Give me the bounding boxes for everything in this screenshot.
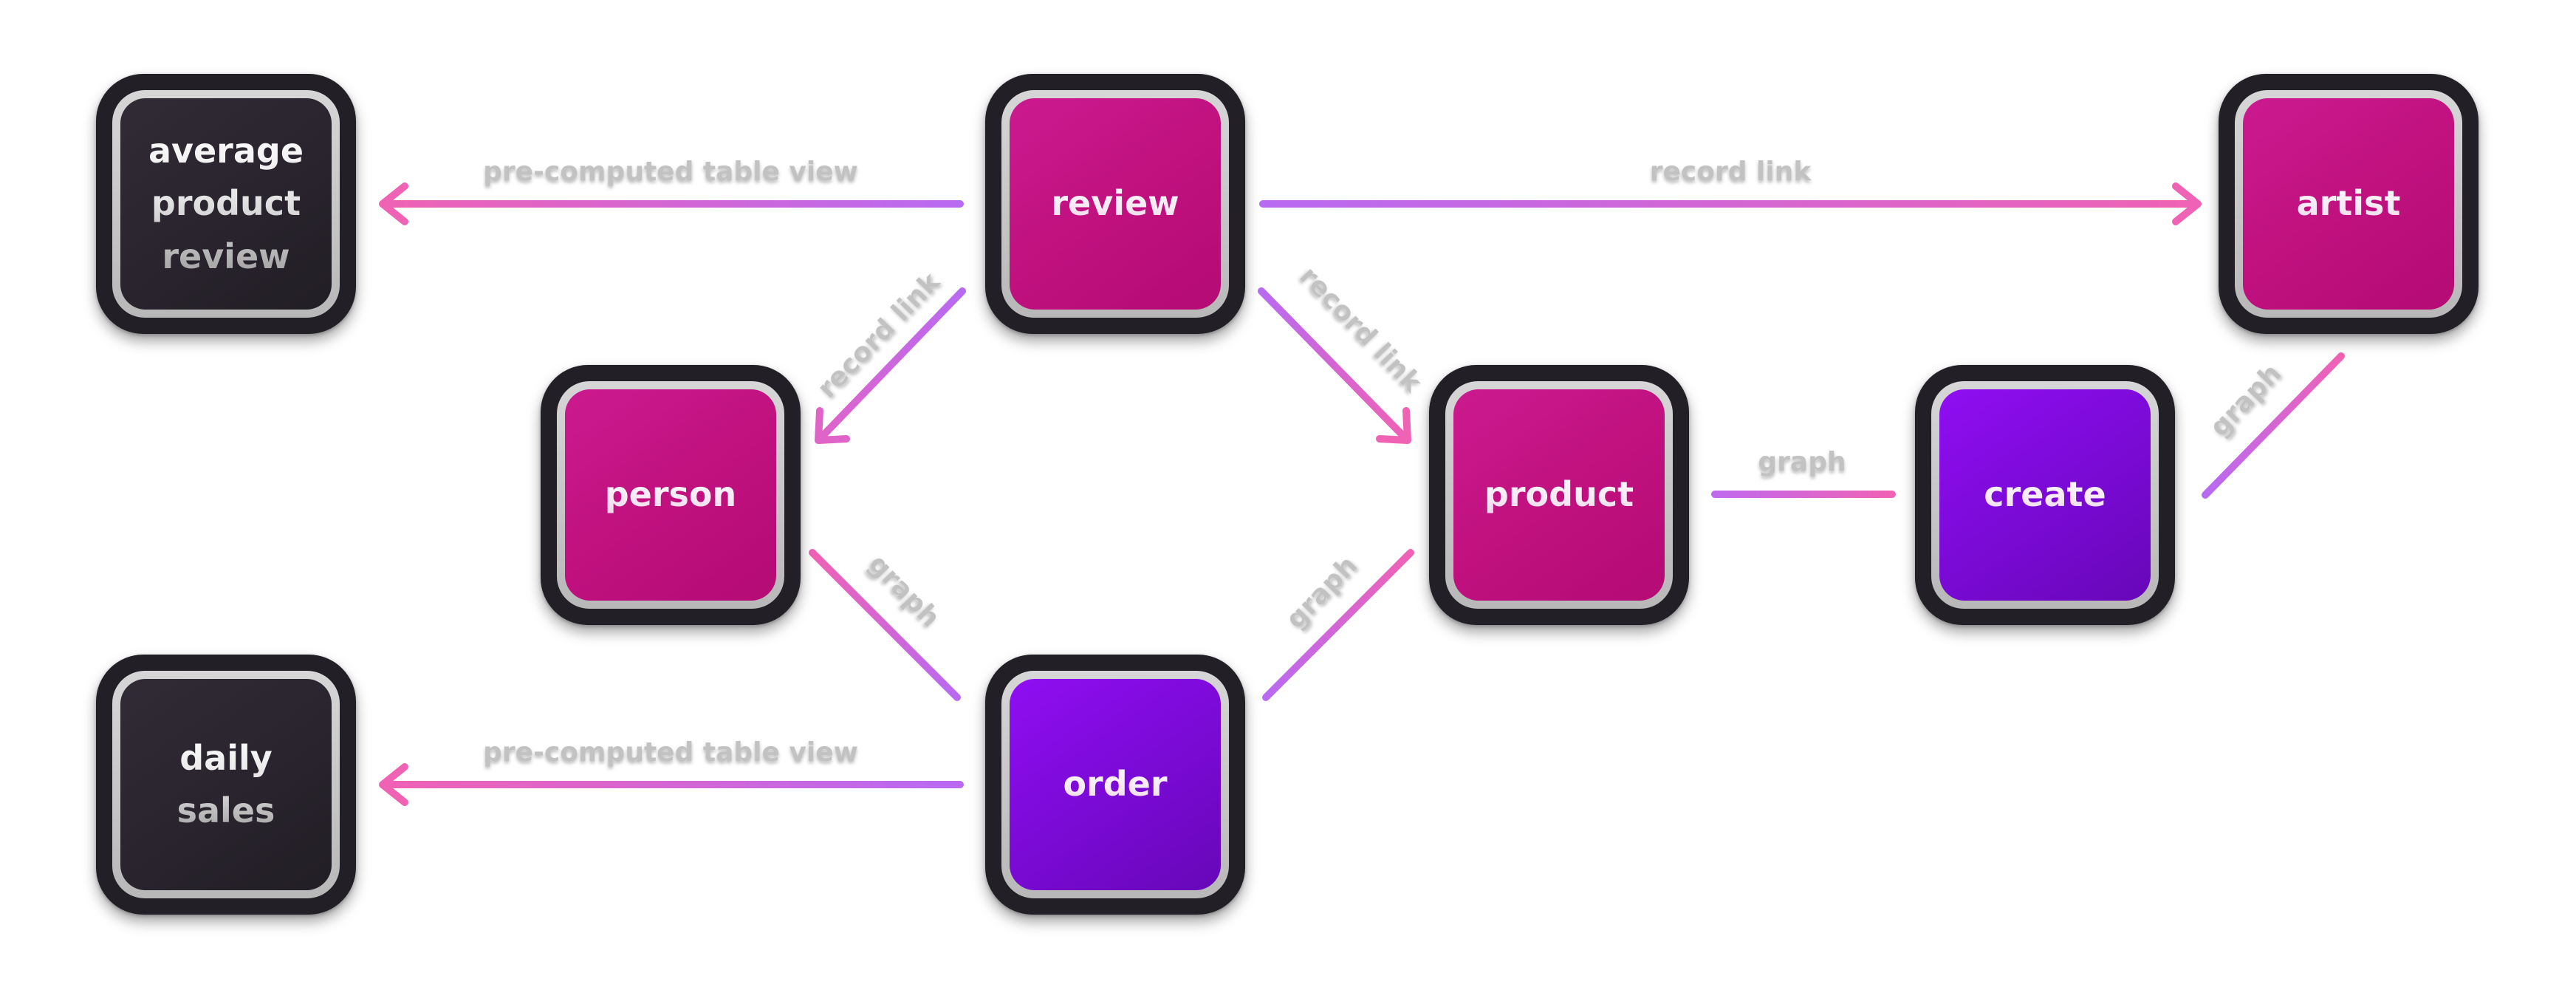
- node-label: order: [1063, 758, 1167, 810]
- node-review[interactable]: review: [985, 74, 1245, 334]
- node-label: review: [1051, 177, 1179, 230]
- node-create[interactable]: create: [1915, 365, 2175, 625]
- edge-label: graph: [2205, 358, 2287, 443]
- edge-review-to-artist: record link: [1259, 157, 2202, 225]
- edge-order-to-daily-sales: pre-computed table view: [379, 737, 964, 806]
- edge-review-to-average-product-review: pre-computed table view: [379, 157, 964, 225]
- edge-label: pre-computed table view: [483, 737, 858, 768]
- node-label: average product review: [148, 125, 304, 283]
- edge-create-to-artist: graph: [2202, 352, 2345, 499]
- edge-label: pre-computed table view: [483, 157, 858, 187]
- edge-review-to-person: record link: [812, 266, 966, 444]
- node-label: person: [605, 468, 737, 521]
- node-label: create: [1984, 468, 2106, 521]
- node-order[interactable]: order: [985, 655, 1245, 915]
- edge-order-to-product: graph: [1262, 549, 1414, 701]
- node-artist[interactable]: artist: [2219, 74, 2479, 334]
- node-daily-sales[interactable]: daily sales: [96, 655, 356, 915]
- edge-person-to-order: graph: [809, 549, 961, 701]
- node-label: product: [1484, 468, 1634, 521]
- edge-product-to-create: graph: [1711, 447, 1896, 498]
- node-label: daily sales: [177, 732, 275, 838]
- node-person[interactable]: person: [541, 365, 801, 625]
- edge-label: record link: [812, 266, 946, 403]
- edge-label: record link: [1650, 157, 1812, 187]
- edge-label: record link: [1294, 261, 1428, 398]
- node-average-product-review[interactable]: average product review: [96, 74, 356, 334]
- edge-label: graph: [1281, 550, 1363, 635]
- edge-label: graph: [1758, 447, 1846, 477]
- node-product[interactable]: product: [1429, 365, 1689, 625]
- node-label: artist: [2297, 177, 2401, 230]
- edge-review-to-product: record link: [1258, 261, 1428, 444]
